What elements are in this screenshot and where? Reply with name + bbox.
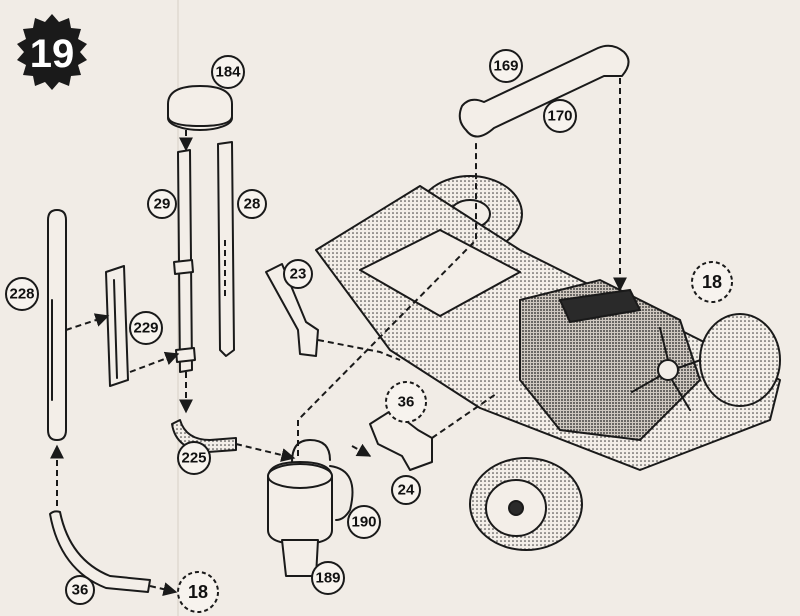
part-228-pipe [47,209,67,441]
callout-24: 24 [391,475,421,505]
svg-text:170: 170 [547,108,572,125]
part-184-cap [167,85,233,131]
svg-text:229: 229 [133,320,158,337]
callout-170: 170 [543,99,577,133]
part-170-arm [458,44,630,138]
assembly-guides [50,78,627,596]
step-number: 19 [30,32,75,76]
ref-step-18-top: 18 [691,261,733,303]
svg-text:18: 18 [702,272,722,292]
svg-text:29: 29 [154,196,171,213]
callout-29: 29 [147,189,177,219]
svg-text:169: 169 [493,58,518,75]
part-28-bar [217,141,235,357]
svg-text:23: 23 [290,266,307,283]
step-badge: 19 [17,14,87,90]
callout-36: 36 [65,575,95,605]
callout-184: 184 [211,55,245,89]
callout-189: 189 [311,561,345,595]
chassis-assembly [315,175,781,551]
svg-text:36: 36 [72,582,89,599]
ref-step-18-bottom: 18 [177,571,219,613]
svg-text:228: 228 [9,286,34,303]
part-36-hose [49,510,151,593]
callout-228: 228 [5,277,39,311]
callout-225: 225 [177,441,211,475]
svg-text:28: 28 [244,196,261,213]
callout-190: 190 [347,505,381,539]
callout-23: 23 [283,259,313,289]
callout-28: 28 [237,189,267,219]
part-189-canister [267,439,354,577]
svg-text:190: 190 [351,514,376,531]
callout-229: 229 [129,311,163,345]
svg-text:24: 24 [398,482,415,499]
svg-text:184: 184 [215,64,241,81]
svg-text:18: 18 [188,582,208,602]
part-229-muffler [105,265,129,387]
svg-text:36: 36 [398,394,415,411]
part-29-pipe [173,149,196,373]
engine-fan [631,327,713,411]
callout-169: 169 [489,49,523,83]
ref-step-36: 36 [385,381,427,423]
svg-text:225: 225 [181,450,206,467]
svg-text:189: 189 [315,570,340,587]
